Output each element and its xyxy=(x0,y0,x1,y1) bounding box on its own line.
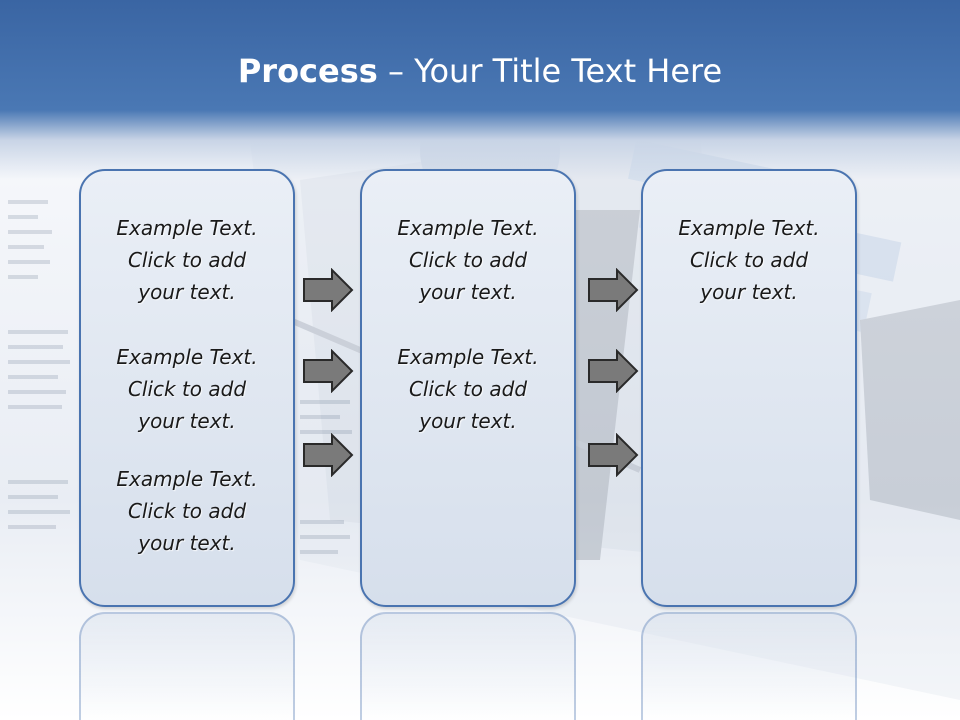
right-arrow-icon xyxy=(303,433,354,477)
slide-title[interactable]: Process – Your Title Text Here xyxy=(0,52,960,90)
box-reflection-2 xyxy=(360,612,576,720)
text-placeholder[interactable]: Example Text. Click to add your text. xyxy=(116,345,258,433)
box-reflection-1 xyxy=(79,612,295,720)
box-reflection-3 xyxy=(641,612,857,720)
right-arrow-icon xyxy=(588,349,639,393)
process-box-1[interactable]: Example Text. Click to add your text. Ex… xyxy=(79,169,295,607)
right-arrow-icon xyxy=(303,268,354,312)
text-placeholder[interactable]: Example Text. Click to add your text. xyxy=(678,216,820,304)
header-band xyxy=(0,0,960,180)
right-arrow-icon xyxy=(303,349,354,393)
right-arrow-icon xyxy=(588,268,639,312)
process-box-3[interactable]: Example Text. Click to add your text. xyxy=(641,169,857,607)
right-arrow-icon xyxy=(588,433,639,477)
title-rest-part: – Your Title Text Here xyxy=(377,52,723,90)
text-placeholder[interactable]: Example Text. Click to add your text. xyxy=(116,467,258,555)
text-placeholder[interactable]: Example Text. Click to add your text. xyxy=(397,216,539,304)
text-placeholder[interactable]: Example Text. Click to add your text. xyxy=(397,345,539,433)
text-placeholder[interactable]: Example Text. Click to add your text. xyxy=(116,216,258,304)
process-box-2[interactable]: Example Text. Click to add your text. Ex… xyxy=(360,169,576,607)
title-bold-part: Process xyxy=(237,52,378,90)
